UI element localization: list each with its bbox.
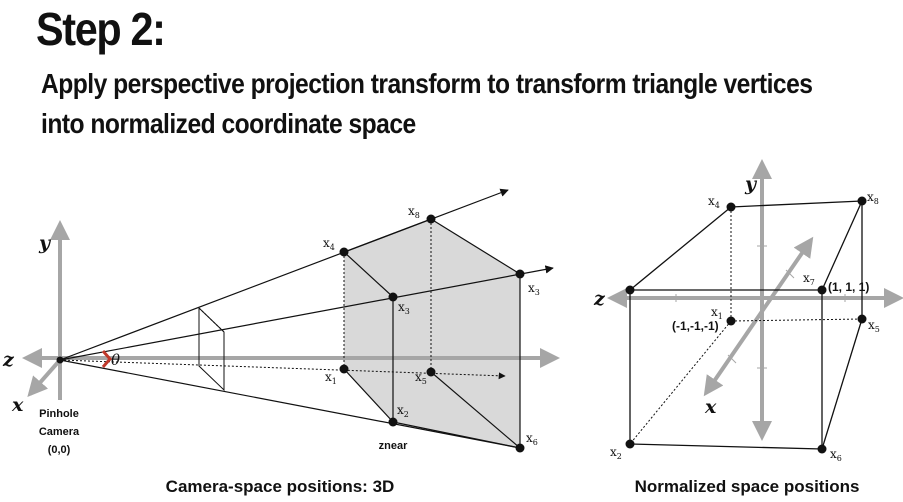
norm-vertex-label-x2: x2 (610, 445, 622, 461)
vertex-x6-dot (515, 443, 525, 453)
cube-hidden-edges (629, 207, 863, 445)
frustum-shaded-face (344, 219, 520, 448)
subtitle-line-2: into normalized coordinate space (41, 108, 416, 139)
vertex-x7-dot (515, 269, 525, 279)
vertex-label-x2: x2 (397, 403, 409, 419)
vertex-label-x5: x5 (415, 370, 427, 386)
vertex-label-x4: x4 (323, 236, 335, 252)
vertex-label-x1: x1 (325, 370, 337, 386)
near-plane (198, 307, 225, 392)
corner-label-max: (1, 1, 1) (828, 280, 869, 294)
z-axis-label: z (2, 349, 15, 371)
subtitle: Apply perspective projection transform t… (41, 64, 903, 144)
angle-label: θ (111, 351, 120, 369)
angle-marker (101, 350, 112, 368)
vertex-x2-dot (388, 417, 398, 427)
camera-label-line-3: (0,0) (48, 444, 71, 456)
norm-vertex-label-x4: x4 (708, 194, 720, 210)
vertex-label-x6: x6 (526, 431, 538, 447)
edge-x1-x2 (343, 368, 394, 423)
norm-vertex-label-x1: x1 (711, 305, 723, 321)
vertex-x1-dot (339, 364, 349, 374)
edge-x5-x6 (430, 371, 521, 449)
norm-vertex-label-x5: x5 (868, 318, 880, 334)
norm-x-axis-label: x (704, 396, 717, 418)
vertex-x5-dot (426, 367, 436, 377)
x-axis (27, 358, 62, 397)
norm-x-axis (703, 236, 814, 397)
subtitle-line-1: Apply perspective projection transform t… (41, 68, 813, 99)
vertex-label-x8: x8 (408, 204, 420, 220)
ray-to-x6 (59, 359, 521, 449)
norm-vertex-label-x6: x6 (830, 447, 842, 463)
camera-label-line-1: Pinhole (39, 408, 79, 420)
left-caption: Camera-space positions: 3D (166, 477, 395, 496)
right-caption: Normalized space positions (635, 477, 860, 496)
norm-vertex-label-x7: x7 (803, 271, 815, 287)
ray-to-x3 (59, 265, 554, 361)
camera-space-diagram: θ y z x Pinhole Camera (0,0) znear x8 x4… (2, 188, 560, 496)
norm-z-axis-label: z (593, 288, 606, 310)
camera-label-line-2: Camera (39, 426, 80, 438)
normalized-space-diagram: y z x x4 x8 x7 x1 x5 x2 x6 (1, 1, 1) (-1… (593, 159, 903, 496)
edge-x4-x3 (343, 251, 394, 298)
y-axis-label: y (38, 232, 52, 254)
x-axis-label: x (11, 394, 24, 416)
znear-label: znear (379, 440, 408, 452)
norm-vertex-x4-dot (726, 202, 736, 212)
norm-vertex-x8-dot (857, 196, 867, 206)
norm-vertex-top-left-dot (625, 285, 635, 295)
pinhole-camera-dot (56, 356, 64, 364)
norm-vertex-x7-dot (817, 285, 827, 295)
vertex-label-x7: x3 (528, 281, 540, 297)
vertex-label-x3: x3 (398, 300, 410, 316)
cube-edges (629, 200, 863, 450)
norm-axis-ticks (675, 245, 846, 369)
near-plane-dotted (198, 307, 225, 333)
vertex-x3-dot (388, 292, 398, 302)
edge-x2-x6 (392, 421, 521, 449)
norm-y-axis-label: y (744, 173, 758, 195)
norm-vertex-label-x8: x8 (867, 190, 879, 206)
norm-vertex-x2-dot (625, 439, 635, 449)
norm-vertex-x6-dot (817, 444, 827, 454)
edge-x4-x8 (343, 218, 432, 253)
edge-x8-x7 (430, 218, 521, 275)
page-title: Step 2: (36, 3, 166, 55)
norm-vertex-x1-dot (726, 316, 736, 326)
vertex-x4-dot (339, 247, 349, 257)
norm-vertex-x5-dot (857, 314, 867, 324)
vertex-x8-dot (426, 214, 436, 224)
corner-label-min: (-1,-1,-1) (672, 319, 719, 333)
